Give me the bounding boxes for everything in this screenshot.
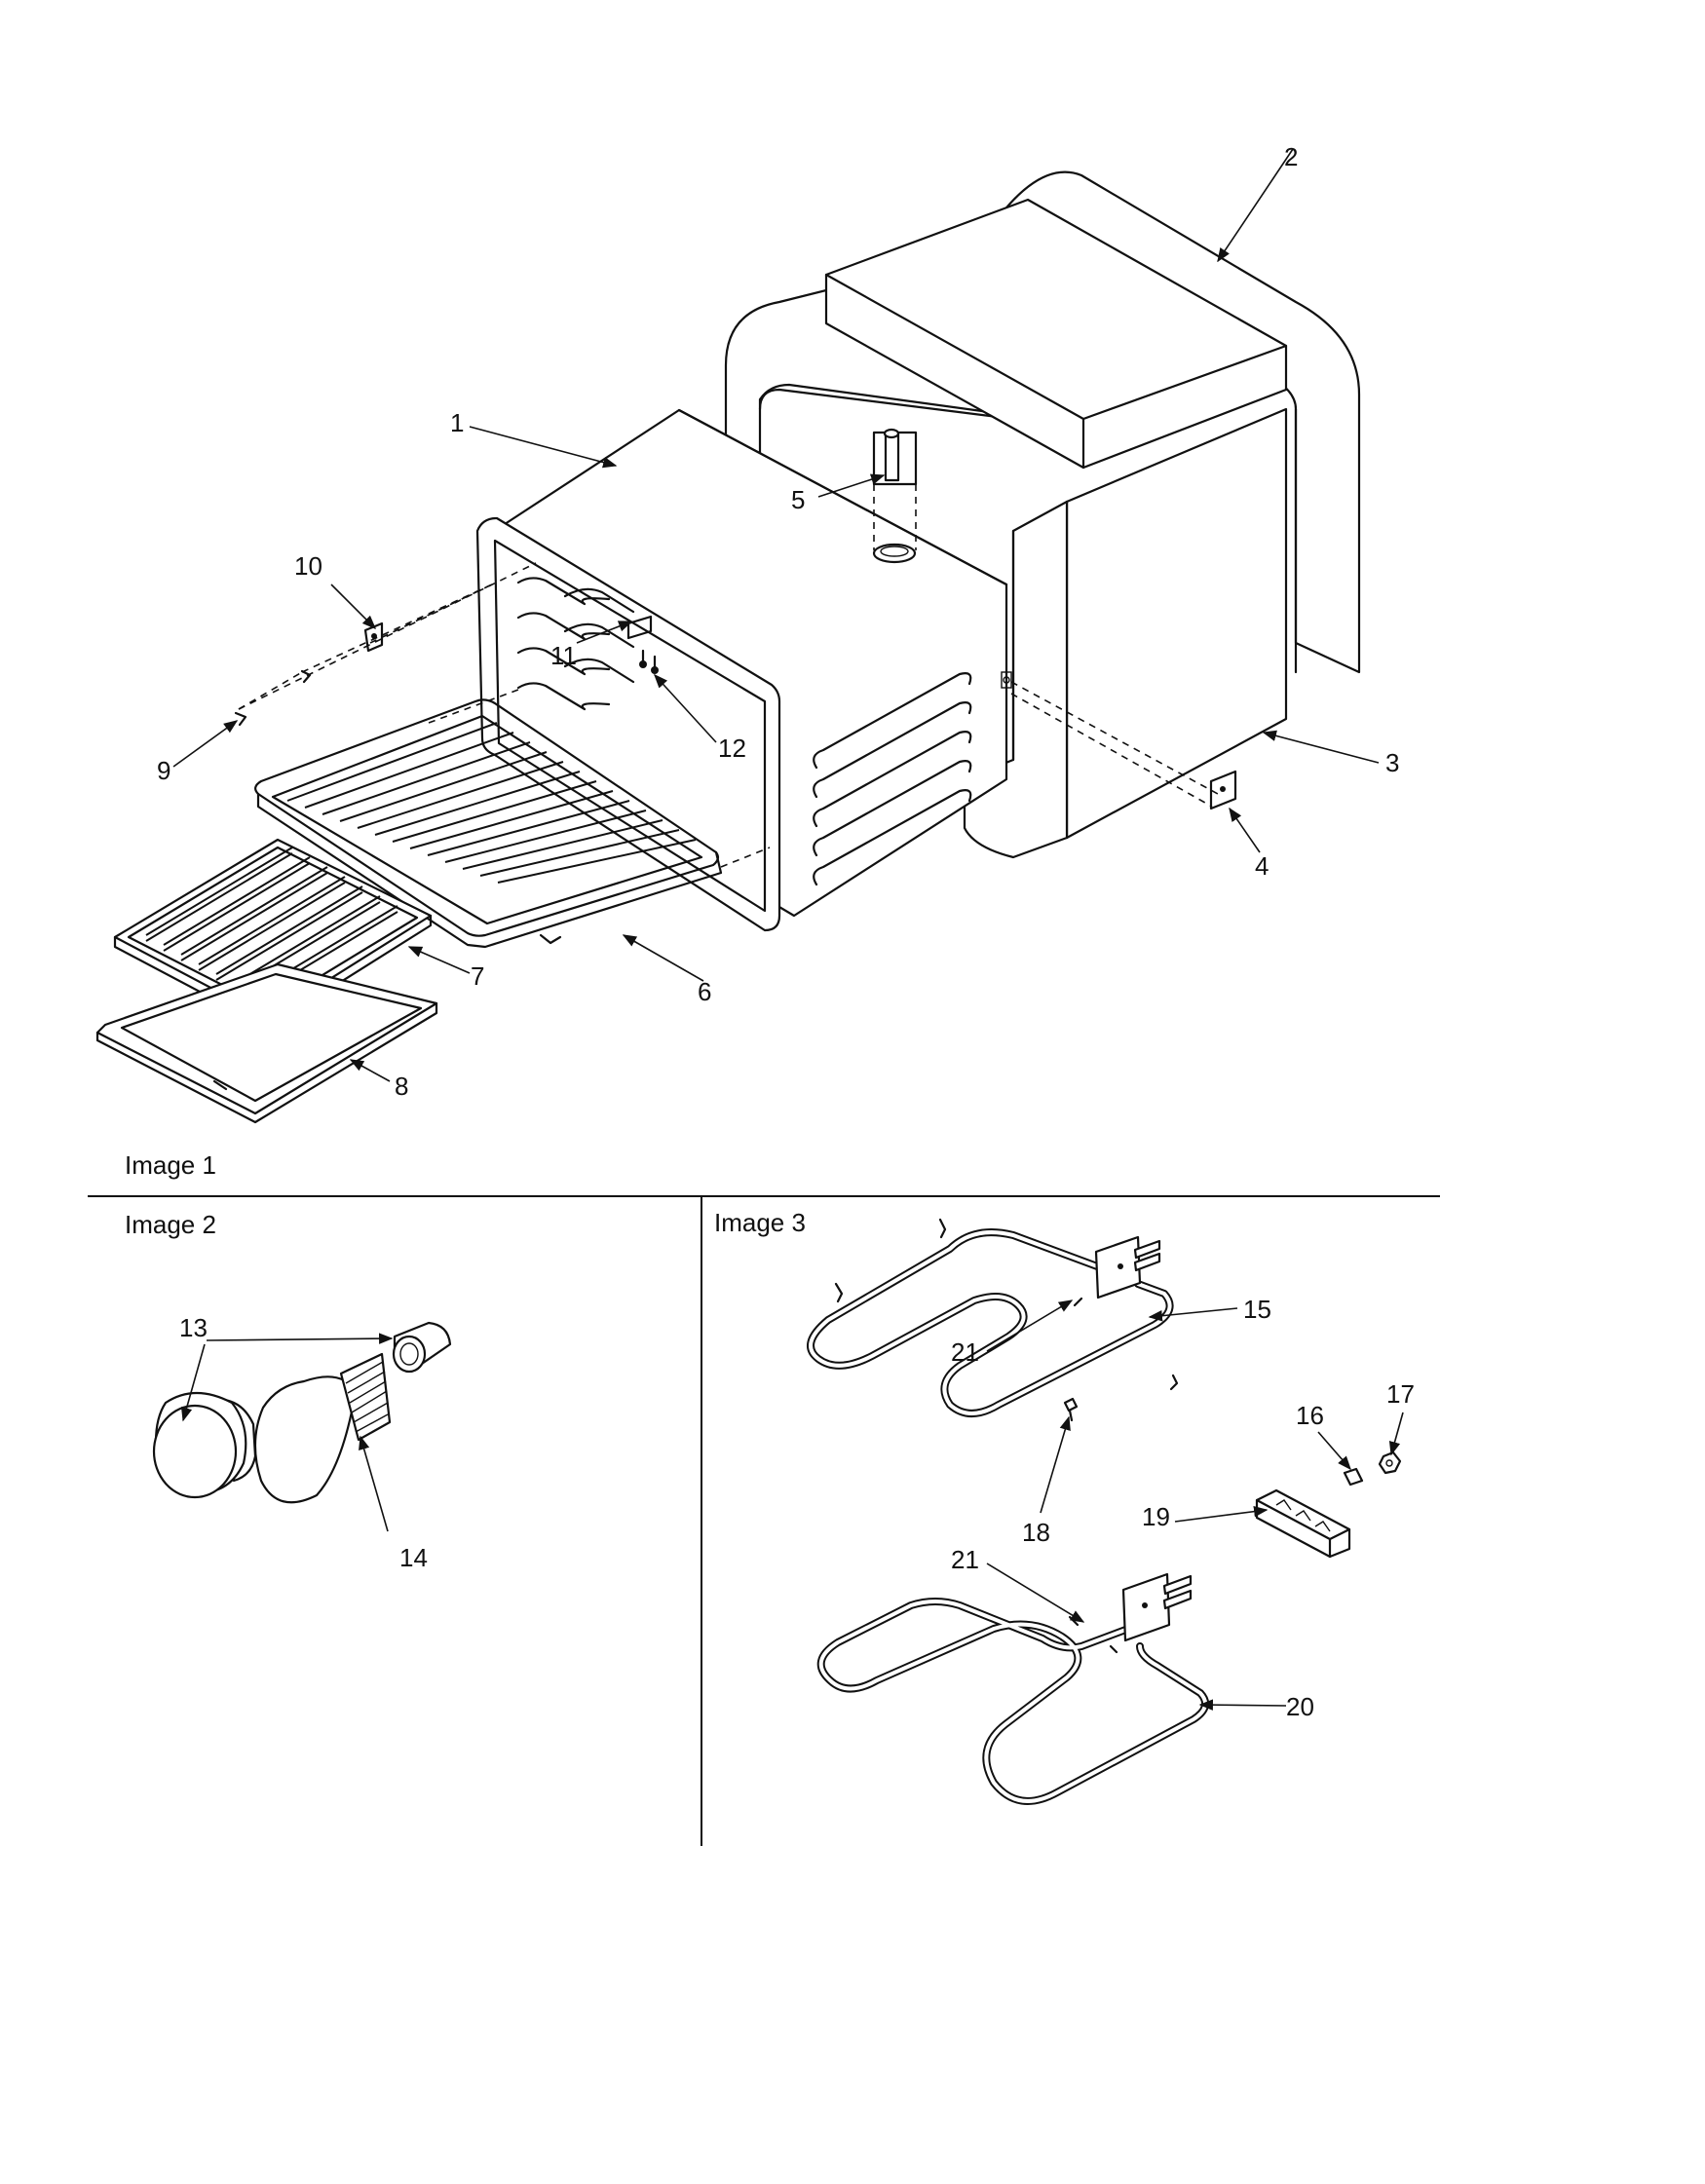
oven-light-assembly <box>152 1321 452 1504</box>
callout-16: 16 <box>1296 1401 1324 1430</box>
broil-pan <box>95 962 438 1124</box>
light-bulb <box>253 1352 392 1504</box>
image1-callouts: 1 2 3 4 5 6 7 8 9 10 11 12 <box>157 142 1399 1101</box>
callout-6: 6 <box>698 977 711 1006</box>
callout-17: 17 <box>1386 1379 1415 1409</box>
callout-18: 18 <box>1022 1518 1050 1547</box>
hex-nut <box>1378 1450 1402 1475</box>
terminal-clip <box>1343 1467 1364 1487</box>
callout-15: 15 <box>1243 1295 1271 1324</box>
element-hardware <box>1063 1397 1402 1559</box>
callout-21-lower: 21 <box>951 1545 979 1574</box>
callout-12: 12 <box>718 734 746 763</box>
oven-liner <box>475 408 1012 932</box>
callout-11: 11 <box>550 641 577 670</box>
light-lens-cover <box>152 1392 257 1499</box>
section-label-image2: Image 2 <box>125 1210 216 1239</box>
callout-9: 9 <box>157 756 170 785</box>
oven-assembly <box>95 170 1361 1124</box>
callout-7: 7 <box>471 961 484 991</box>
callout-14: 14 <box>399 1543 428 1572</box>
image2-leaders <box>180 1333 394 1532</box>
hinge-receptacle <box>234 621 1237 810</box>
broil-element <box>807 1218 1179 1417</box>
callout-2: 2 <box>1284 142 1298 171</box>
insulation-wrap <box>724 170 1361 859</box>
callout-8: 8 <box>395 1072 408 1101</box>
callout-1: 1 <box>450 408 464 437</box>
callout-5: 5 <box>791 485 805 514</box>
image3-leaders <box>986 1299 1404 1711</box>
image1-leaders <box>172 148 1380 1082</box>
bake-element <box>816 1572 1210 1805</box>
callout-13: 13 <box>179 1313 208 1342</box>
callout-4: 4 <box>1255 851 1269 881</box>
callout-19: 19 <box>1142 1502 1170 1531</box>
screw <box>1063 1397 1079 1412</box>
light-socket-sleeve <box>392 1321 452 1374</box>
section-label-image1: Image 1 <box>125 1150 216 1180</box>
callout-10: 10 <box>294 551 322 581</box>
callout-3: 3 <box>1385 748 1399 777</box>
section-label-image3: Image 3 <box>714 1208 806 1237</box>
oven-rack <box>254 698 723 949</box>
terminal-block <box>1255 1488 1351 1559</box>
callout-20: 20 <box>1286 1692 1314 1721</box>
callout-21-upper: 21 <box>951 1337 979 1367</box>
